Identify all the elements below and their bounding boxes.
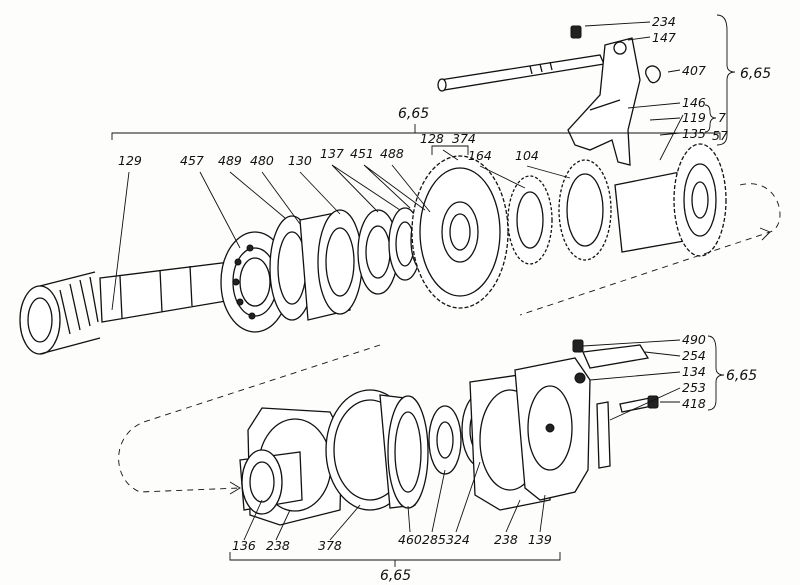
lever-254 — [582, 344, 650, 369]
lower-right-group-label: 6,65 — [726, 368, 757, 384]
label-374: 374 — [452, 131, 476, 146]
label-253: 253 — [682, 380, 706, 395]
label-130: 130 — [288, 153, 312, 168]
cap-490 — [572, 339, 584, 353]
label-490: 490 — [682, 332, 706, 347]
bolt-418 — [619, 395, 659, 413]
label-489: 489 — [218, 153, 242, 168]
label-457: 457 — [180, 153, 204, 168]
main-shaft-129 — [19, 261, 233, 355]
coupling-104 — [558, 159, 612, 261]
plate-253 — [596, 401, 611, 469]
hub-136 — [239, 449, 303, 515]
label-480: 480 — [250, 153, 274, 168]
fork-146 — [567, 37, 641, 166]
lower-group-label: 6,65 — [380, 568, 411, 584]
housing-139 — [514, 357, 591, 501]
label-147: 147 — [652, 30, 676, 45]
drum-460 — [379, 394, 429, 509]
label-128: 128 — [420, 131, 444, 146]
label-136: 136 — [232, 538, 256, 553]
label-134: 134 — [682, 364, 706, 379]
bracket-label-7: 7 — [718, 110, 726, 125]
label-137: 137 — [320, 146, 344, 161]
label-407: 407 — [682, 63, 706, 78]
label-451: 451 — [350, 146, 374, 161]
shift-rod-147 — [437, 54, 605, 92]
label-285: 285 — [422, 532, 446, 547]
label-129: 129 — [118, 153, 142, 168]
sleeve-164 — [507, 175, 553, 265]
label-238: 238 — [266, 538, 290, 553]
bracket-label-57: 57 — [712, 128, 728, 143]
label-146: 146 — [682, 95, 706, 110]
label-460: 460 — [398, 532, 422, 547]
label-324: 324 — [446, 532, 470, 547]
gear-128 — [411, 155, 509, 309]
upper-group-label: 6,65 — [398, 106, 429, 122]
label-418: 418 — [682, 396, 706, 411]
washer-285 — [428, 405, 462, 475]
upper-right-group-label: 6,65 — [740, 66, 771, 82]
label-139: 139 — [528, 532, 552, 547]
label-164: 164 — [468, 148, 492, 163]
gear-135 — [614, 143, 727, 257]
pin-407 — [645, 65, 661, 84]
label-104: 104 — [515, 148, 539, 163]
label-119: 119 — [682, 110, 706, 125]
label-234: 234 — [652, 14, 676, 29]
label-378: 378 — [318, 538, 342, 553]
label-254: 254 — [682, 348, 706, 363]
label-238-b: 238 — [494, 532, 518, 547]
hub-480 — [299, 209, 363, 321]
label-135: 135 — [682, 126, 706, 141]
bolt-234 — [570, 25, 582, 39]
label-488: 488 — [380, 146, 404, 161]
